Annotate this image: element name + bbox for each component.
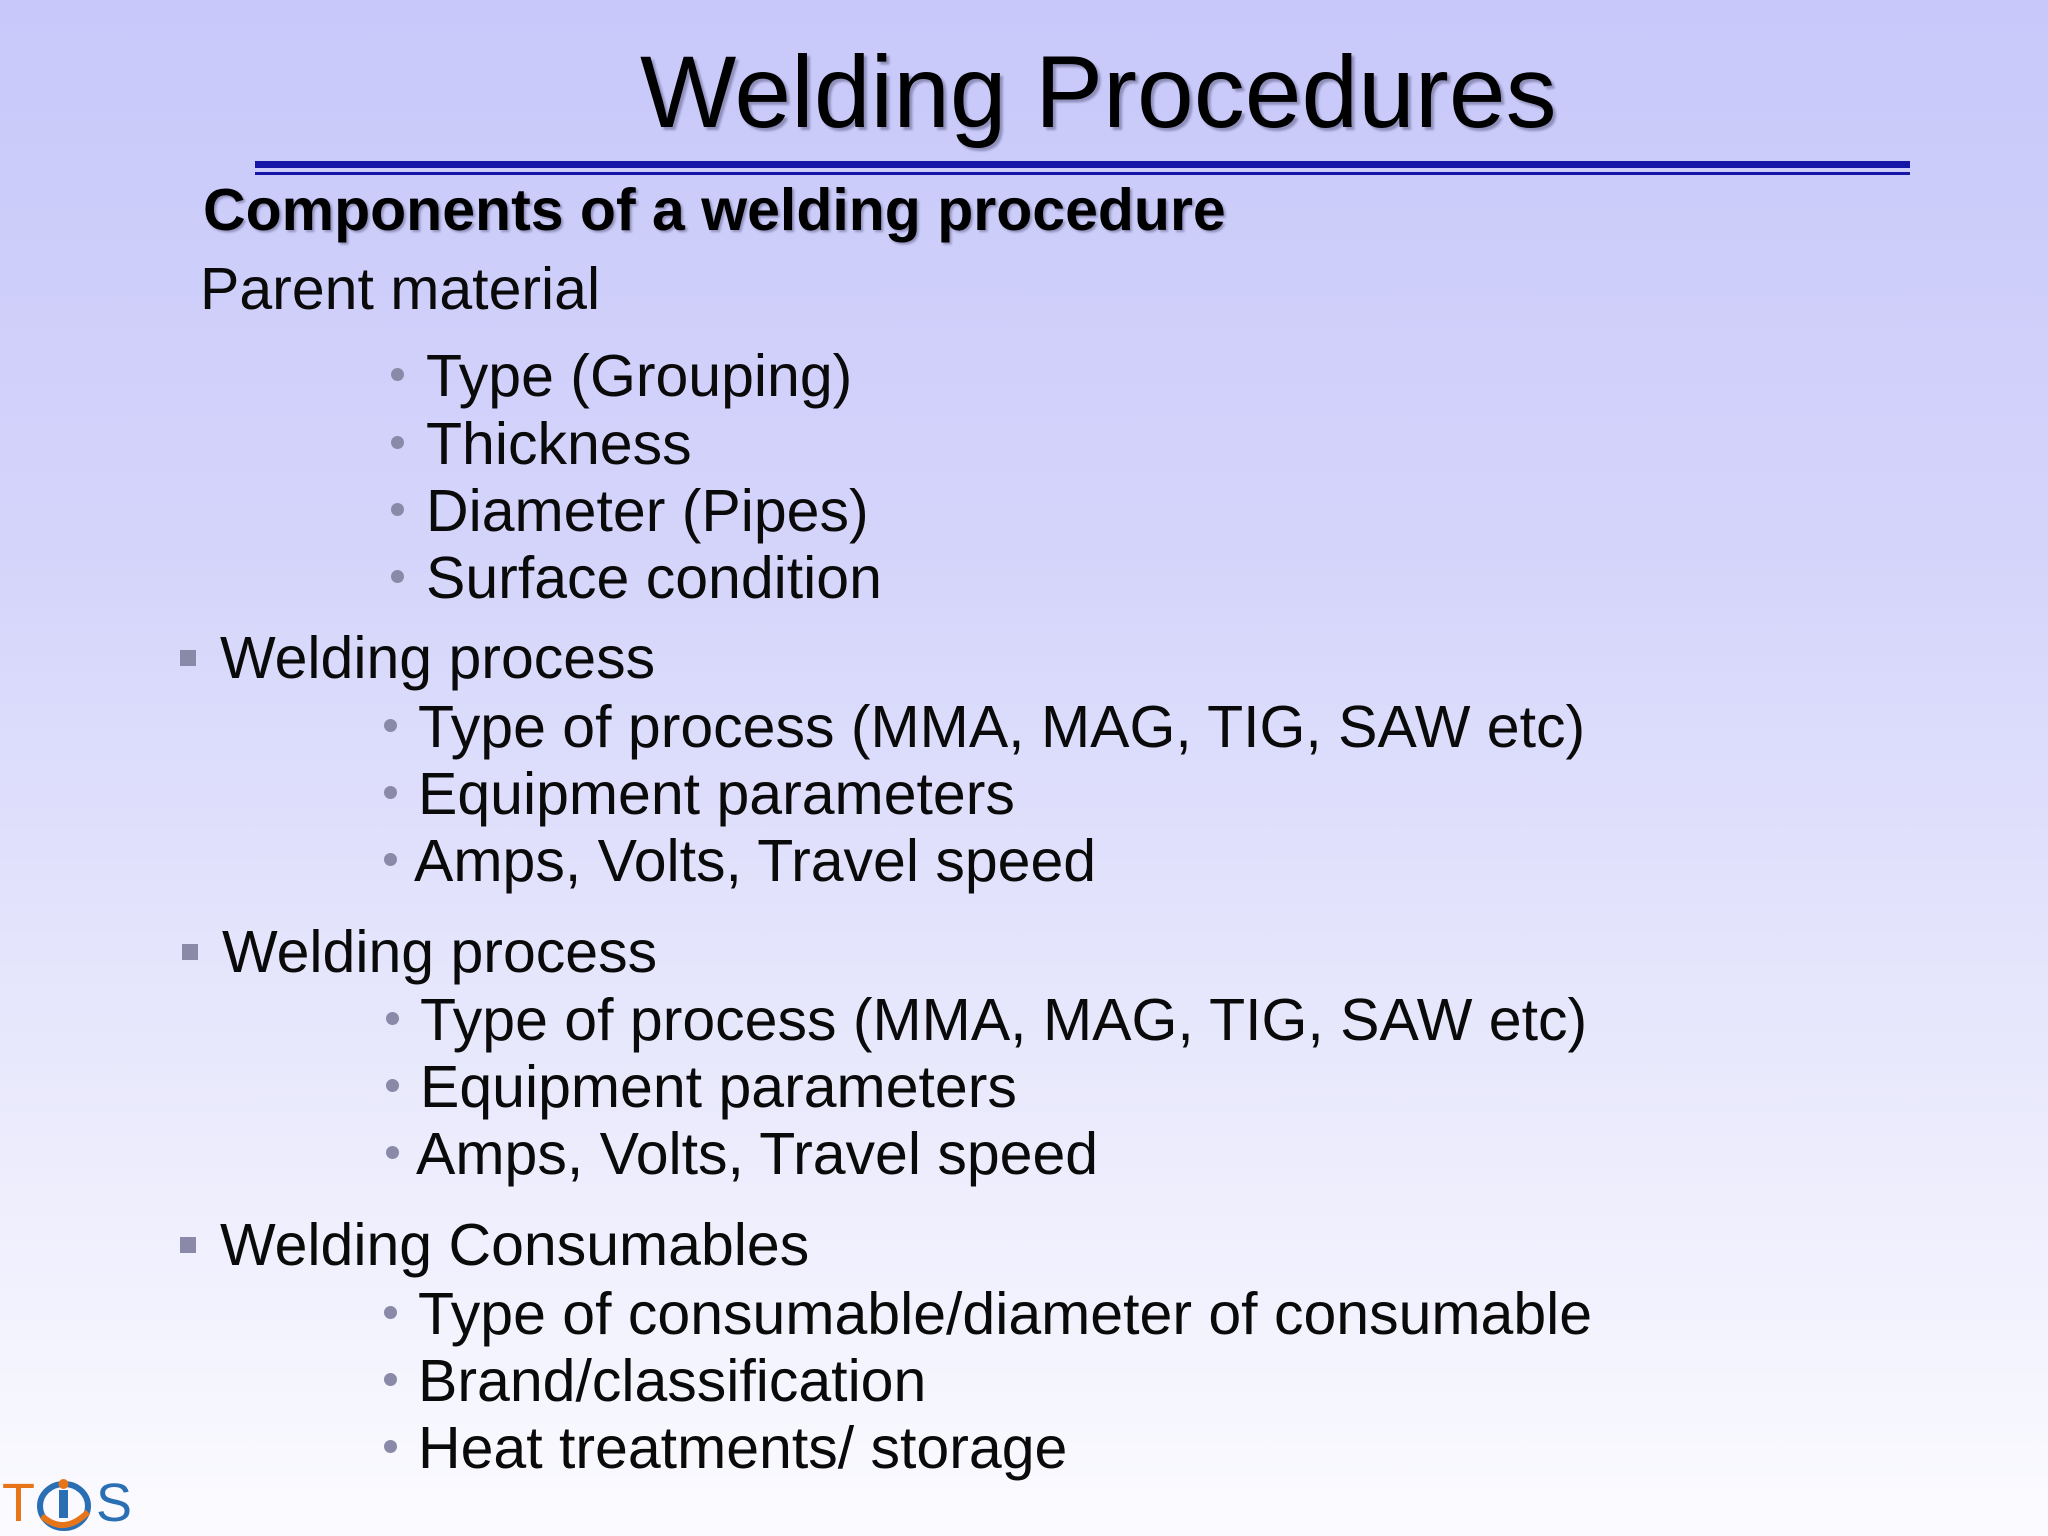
bullet-dot	[384, 1373, 397, 1386]
section-item: Equipment parameters	[420, 1054, 1017, 1120]
bullet-dot	[384, 1440, 397, 1453]
bullet-square	[180, 1237, 196, 1253]
bullet-dot	[386, 1079, 399, 1092]
section-item: Heat treatments/ storage	[418, 1415, 1068, 1481]
parent-material-item: Diameter (Pipes)	[426, 478, 869, 544]
slide-title: Welding Procedures	[640, 35, 1557, 149]
section-heading: Welding process	[222, 919, 658, 985]
section-item: Type of process (MMA, MAG, TIG, SAW etc)	[418, 694, 1586, 760]
logo-letter-t: T	[2, 1473, 35, 1533]
title-rule-thick	[255, 161, 1910, 168]
bullet-dot	[391, 503, 404, 516]
section-item: Amps, Volts, Travel speed	[416, 1121, 1099, 1187]
bullet-dot	[384, 719, 397, 732]
section-item: Type of process (MMA, MAG, TIG, SAW etc)	[420, 987, 1588, 1053]
bullet-dot	[386, 1146, 399, 1159]
bullet-dot	[386, 1012, 399, 1025]
bullet-dot	[384, 1306, 397, 1319]
section-item: Type of consumable/diameter of consumabl…	[418, 1281, 1593, 1347]
bullet-dot	[384, 786, 397, 799]
bullet-dot	[384, 853, 397, 866]
bullet-square	[180, 650, 196, 666]
title-rule-thin	[255, 172, 1910, 175]
parent-material-item: Type (Grouping)	[426, 343, 853, 409]
parent-material-item: Surface condition	[426, 545, 882, 611]
parent-material-item: Thickness	[426, 411, 692, 477]
bullet-square	[182, 944, 198, 960]
section-item: Brand/classification	[418, 1348, 927, 1414]
twi-logo: T S	[2, 1472, 132, 1534]
bullet-dot	[391, 436, 404, 449]
section-heading: Welding process	[220, 625, 656, 691]
section-item: Amps, Volts, Travel speed	[414, 828, 1097, 894]
slide-subtitle: Components of a welding procedure	[203, 177, 1226, 243]
section-heading: Welding Consumables	[220, 1212, 810, 1278]
parent-material-heading: Parent material	[200, 256, 601, 322]
logo-letter-s: S	[96, 1473, 133, 1533]
section-item: Equipment parameters	[418, 761, 1015, 827]
bullet-dot	[391, 570, 404, 583]
twi-logo-icon	[37, 1479, 91, 1531]
bullet-dot	[391, 368, 404, 381]
